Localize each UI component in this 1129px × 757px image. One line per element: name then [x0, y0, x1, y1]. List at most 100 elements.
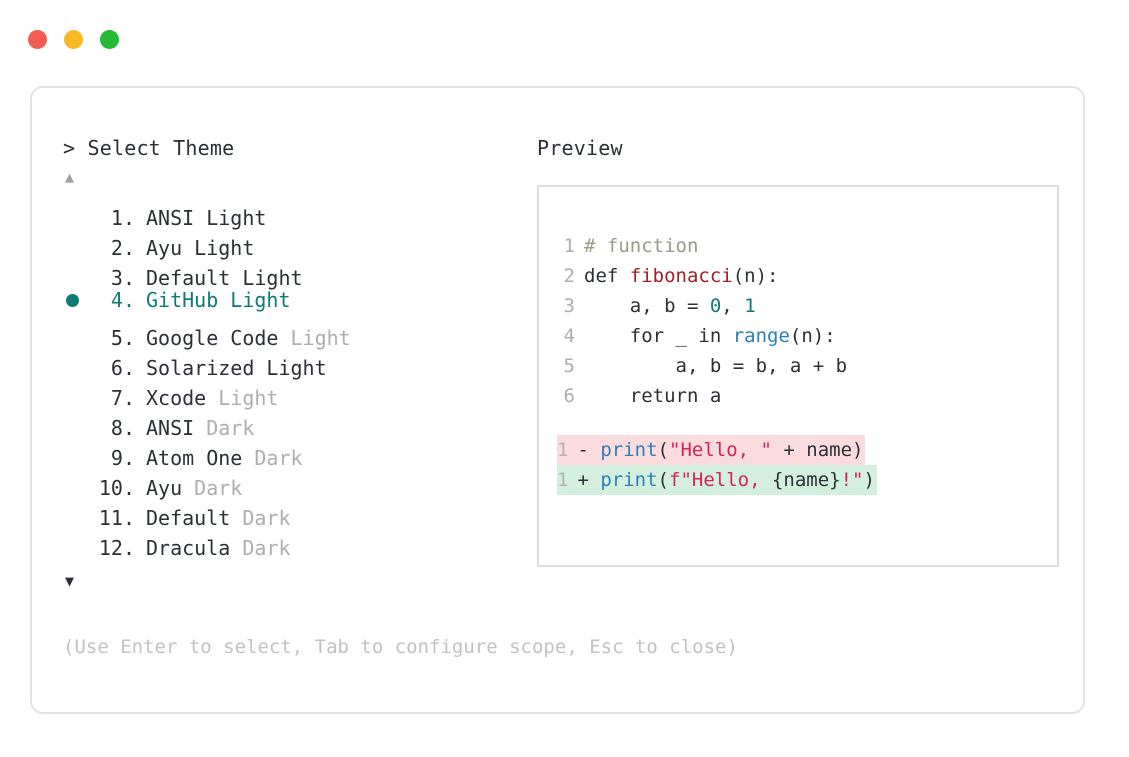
code-token: "Hello, " — [669, 439, 772, 461]
code-line-text: # function — [575, 231, 698, 261]
selected-bullet-icon — [66, 294, 79, 307]
theme-item-index: 9. — [110, 446, 135, 470]
theme-item-index: 11. — [98, 506, 135, 530]
code-line-text: a, b = 0, 1 — [575, 291, 756, 321]
code-token: {name} — [771, 469, 841, 491]
theme-item-name: Default — [146, 266, 231, 290]
close-dot[interactable] — [28, 30, 47, 49]
diff-line-highlight: 1- print("Hello, " + name) — [557, 435, 866, 465]
code-line-number: 6 — [563, 385, 575, 407]
code-line-text: a, b = b, a + b — [575, 351, 848, 381]
theme-item-variant: Light — [254, 356, 327, 380]
code-token: , — [721, 295, 745, 317]
theme-list-item[interactable]: 8.ANSI Dark — [63, 405, 533, 440]
diff-line-text: print(f"Hello, {name}!") — [600, 465, 875, 495]
theme-list-item[interactable]: 1. ANSI Light — [63, 195, 533, 230]
selection-bullet-cell — [63, 495, 91, 525]
code-line: 3 a, b = 0, 1 — [557, 291, 1057, 321]
theme-item-variant: Light — [194, 206, 267, 230]
code-token: a, b = b, a + b — [584, 355, 848, 377]
theme-list-item[interactable]: 9.Atom One Dark — [63, 435, 533, 470]
code-line: 1 # function — [557, 231, 1057, 261]
preview-title: Preview — [537, 136, 623, 160]
theme-item-index: 5. — [110, 326, 135, 350]
code-token: a, b = — [584, 295, 710, 317]
theme-item-name: GitHub — [146, 288, 219, 312]
theme-list-item[interactable]: 4.GitHub Light — [63, 285, 533, 315]
theme-item-name: Solarized — [146, 356, 255, 380]
code-token: print — [600, 439, 658, 461]
theme-item-name: Atom One — [146, 446, 243, 470]
code-token: (n): — [789, 325, 836, 347]
keyboard-hint: (Use Enter to select, Tab to configure s… — [63, 636, 738, 658]
theme-item-index: 7. — [110, 386, 135, 410]
diff-line-number: 1 — [557, 469, 569, 491]
scroll-up-arrow-icon[interactable]: ▲ — [65, 168, 75, 186]
theme-item-index: 1. — [110, 206, 135, 230]
theme-item-name: Ayu — [146, 236, 183, 260]
theme-item-name: Dracula — [146, 536, 231, 560]
theme-item-name: ANSI — [146, 206, 195, 230]
scroll-down-arrow-icon[interactable]: ▼ — [65, 572, 75, 590]
window-traffic-lights — [28, 30, 119, 49]
theme-list-item[interactable]: 5.Google Code Light — [63, 315, 533, 350]
code-token: 0 — [709, 295, 722, 317]
theme-item-variant: Dark — [230, 506, 291, 530]
theme-list-item[interactable]: 3. Default Light — [63, 255, 533, 290]
theme-item-variant: Dark — [182, 476, 243, 500]
code-token: !" — [840, 469, 864, 491]
code-line-number: 1 — [563, 235, 575, 257]
theme-list-item[interactable]: 10.Ayu Dark — [63, 465, 533, 500]
theme-item-variant: Dark — [194, 416, 255, 440]
minimize-dot[interactable] — [64, 30, 83, 49]
theme-list-item[interactable]: 12. Dracula Dark — [63, 525, 533, 560]
code-token: def — [584, 265, 630, 287]
diff-block: 1- print("Hello, " + name)1+ print(f"Hel… — [557, 435, 1057, 495]
selection-bullet-cell — [63, 405, 91, 435]
theme-item-variant: Dark — [230, 536, 291, 560]
code-token: ( — [657, 469, 669, 491]
theme-list-item[interactable]: 11. Default Dark — [63, 495, 533, 530]
code-line-number: 5 — [563, 355, 575, 377]
code-token: return a — [584, 385, 722, 407]
theme-item-name: Xcode — [146, 386, 207, 410]
theme-list-item[interactable]: 6. Solarized Light — [63, 345, 533, 380]
theme-item-name: Google Code — [146, 326, 279, 350]
diff-line-highlight: 1+ print(f"Hello, {name}!") — [557, 465, 877, 495]
theme-item-index: 3. — [110, 266, 135, 290]
code-line: 4 for _ in range(n): — [557, 321, 1057, 351]
code-token: print — [600, 469, 658, 491]
diff-line-minus: 1- print("Hello, " + name) — [557, 435, 1057, 465]
code-token: + name) — [771, 439, 864, 461]
panel-title: > Select Theme — [63, 136, 235, 160]
theme-item-variant: Light — [230, 266, 303, 290]
code-line: 6 return a — [557, 381, 1057, 411]
code-token: f"Hello, — [669, 469, 772, 491]
maximize-dot[interactable] — [100, 30, 119, 49]
diff-sign: - — [577, 439, 601, 461]
theme-list-item[interactable]: 7.Xcode Light — [63, 375, 533, 410]
diff-line-text: print("Hello, " + name) — [600, 435, 863, 465]
theme-item-name: Ayu — [146, 476, 183, 500]
theme-item-name: Default — [146, 506, 231, 530]
code-line-text: def fibonacci(n): — [575, 261, 778, 291]
code-line-number: 2 — [563, 265, 575, 287]
code-token: 1 — [744, 295, 756, 317]
theme-list-item[interactable]: 2.Ayu Light — [63, 225, 533, 260]
code-token: # function — [584, 235, 699, 257]
selection-bullet-cell — [63, 525, 91, 555]
theme-item-index: 6. — [110, 356, 135, 380]
diff-line-plus: 1+ print(f"Hello, {name}!") — [557, 465, 1057, 495]
theme-item-variant: Light — [182, 236, 255, 260]
selection-bullet-cell — [63, 315, 91, 345]
theme-item-index: 12. — [98, 536, 135, 560]
code-token: ( — [657, 439, 669, 461]
selection-bullet-cell — [63, 195, 91, 225]
selection-bullet-cell — [63, 225, 91, 255]
theme-item-name: ANSI — [146, 416, 195, 440]
